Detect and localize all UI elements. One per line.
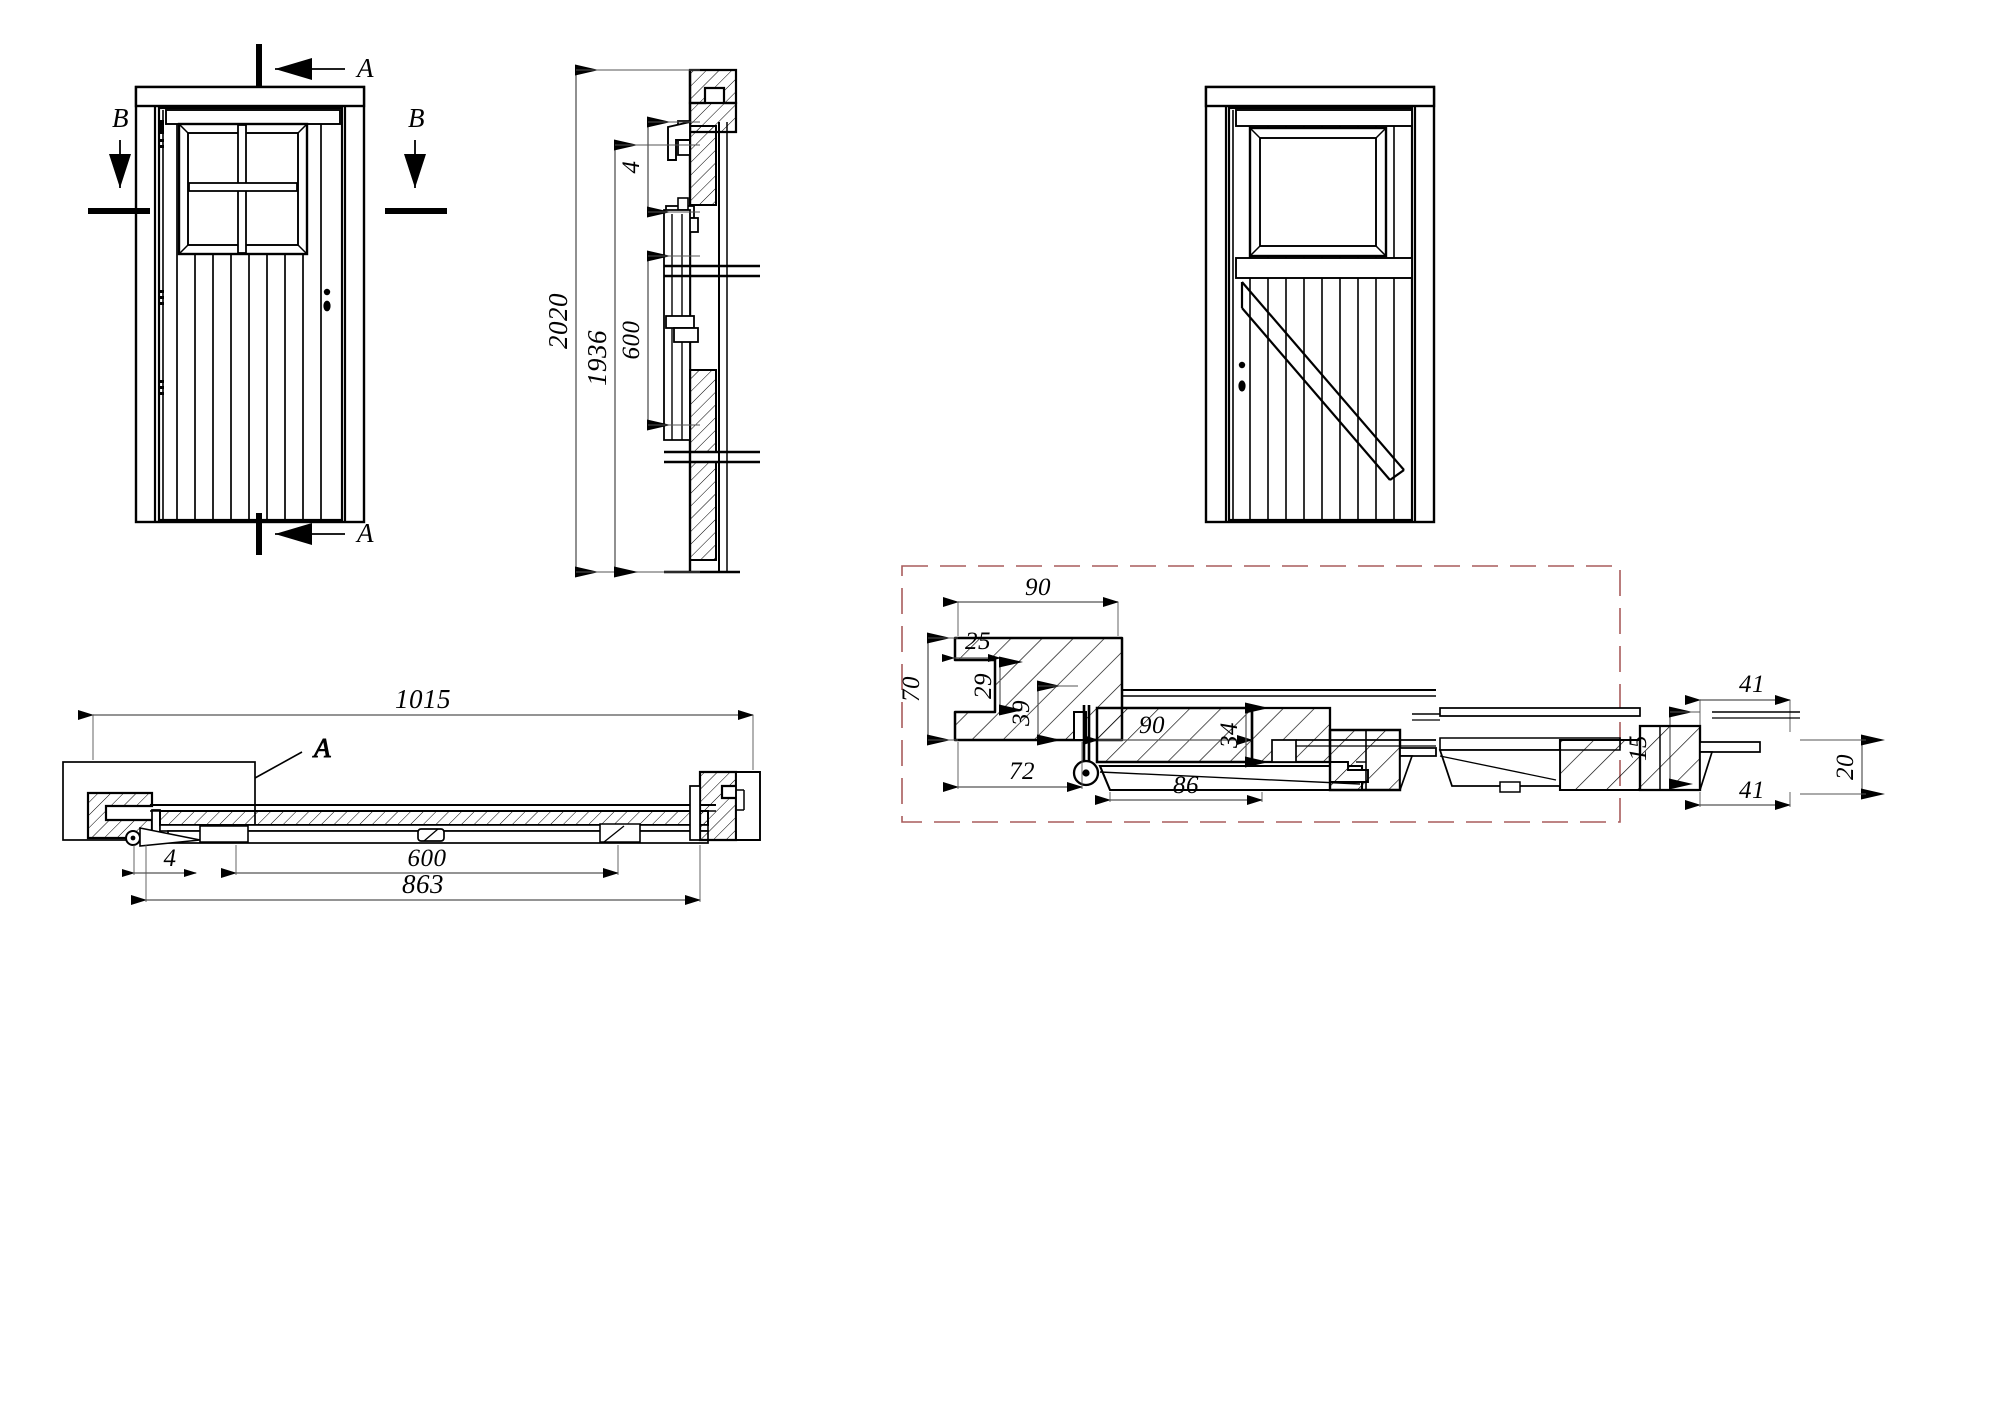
dim-value-2020: 2020 — [543, 293, 573, 349]
rear-elevation-view — [1204, 85, 1436, 524]
dim-4-plan: 4 — [122, 845, 197, 877]
dim-value-600-plan: 600 — [408, 845, 447, 872]
dim-detail-20: 20 — [1800, 734, 1885, 800]
section-label-b-right: B — [408, 103, 425, 133]
dim-detail-25: 25 — [942, 628, 1001, 662]
dim-detail-29: 29 — [970, 656, 1023, 716]
section-mark-a-top: A — [256, 44, 374, 86]
dim-value-1936: 1936 — [582, 330, 612, 386]
dim-600-vertical: 600 — [618, 250, 700, 431]
dim-1015: 1015 — [78, 684, 754, 770]
rear-door-hardware — [1238, 361, 1246, 392]
dim-value-86: 86 — [1173, 772, 1199, 799]
door-hardware — [323, 288, 331, 312]
dim-value-600-v: 600 — [618, 321, 645, 360]
dim-detail-90-top: 90 — [943, 574, 1119, 636]
dim-detail-41-bottom: 41 — [1685, 777, 1791, 810]
dim-detail-39: 39 — [1008, 680, 1078, 746]
section-mark-a-bottom: A — [256, 513, 374, 555]
dim-detail-41-top: 41 — [1685, 671, 1791, 732]
hinge-lower-section — [665, 315, 699, 343]
detail-a-right-geometry — [1438, 707, 1800, 793]
dim-detail-86: 86 — [1095, 772, 1263, 805]
detail-a-border — [901, 565, 1621, 823]
front-elevation-view — [134, 85, 366, 524]
dim-value-41-top: 41 — [1739, 671, 1765, 698]
dim-value-4-v: 4 — [618, 161, 645, 174]
dim-detail-90-leaf: 90 — [1083, 712, 1253, 745]
dim-value-70: 70 — [898, 676, 925, 702]
dim-value-90-frame: 90 — [1025, 574, 1051, 601]
dim-value-25: 25 — [965, 628, 991, 655]
dim-value-72: 72 — [1009, 758, 1035, 785]
dim-1936: 1936 — [582, 139, 700, 578]
dim-value-39: 39 — [1008, 700, 1035, 727]
hinge-pivot — [125, 830, 141, 846]
dim-value-1015: 1015 — [395, 684, 451, 714]
dim-value-90-leaf: 90 — [1139, 712, 1165, 739]
detail-callout-label-a: A — [312, 733, 331, 763]
window-panel — [177, 122, 309, 256]
dim-2020: 2020 — [543, 64, 700, 578]
section-label-b-left: B — [112, 103, 129, 133]
section-label-a-bottom: A — [355, 518, 374, 548]
detail-hinge-pivot — [1072, 705, 1100, 787]
dim-value-34: 34 — [1216, 722, 1243, 749]
dim-600-plan: 600 — [221, 845, 619, 878]
dim-value-29: 29 — [970, 673, 997, 699]
section-mark-b-right: B — [385, 103, 447, 214]
dim-4-vertical: 4 — [618, 116, 700, 218]
dim-detail-70: 70 — [898, 632, 958, 746]
dim-detail-34: 34 — [1216, 702, 1269, 768]
section-label-a-top: A — [355, 53, 374, 83]
diagonal-brace — [1240, 281, 1405, 481]
dim-detail-72: 72 — [943, 742, 1083, 792]
plan-section-aa-view: A — [62, 733, 761, 847]
hinge-marks — [160, 120, 164, 395]
rear-window-panel — [1248, 126, 1388, 258]
dim-value-20: 20 — [1832, 754, 1859, 780]
dim-value-41-bottom: 41 — [1739, 777, 1765, 804]
dim-value-4-plan: 4 — [164, 845, 177, 872]
section-mark-b-left: B — [88, 103, 150, 214]
